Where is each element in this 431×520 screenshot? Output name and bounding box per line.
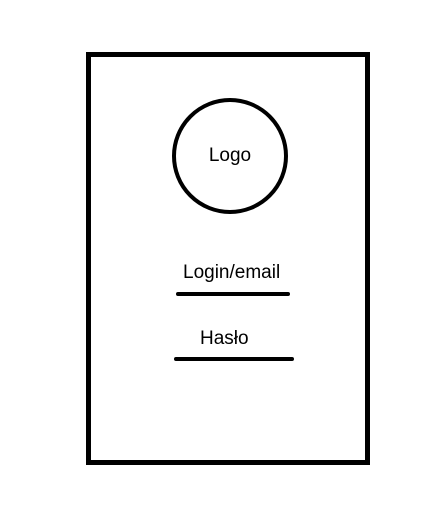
password-label: Hasło [200, 328, 249, 349]
logo-placeholder: Logo [172, 98, 288, 214]
login-email-input-line[interactable] [176, 292, 290, 296]
login-email-label: Login/email [183, 262, 281, 283]
password-input-line[interactable] [174, 357, 294, 361]
logo-text: Logo [208, 145, 252, 166]
